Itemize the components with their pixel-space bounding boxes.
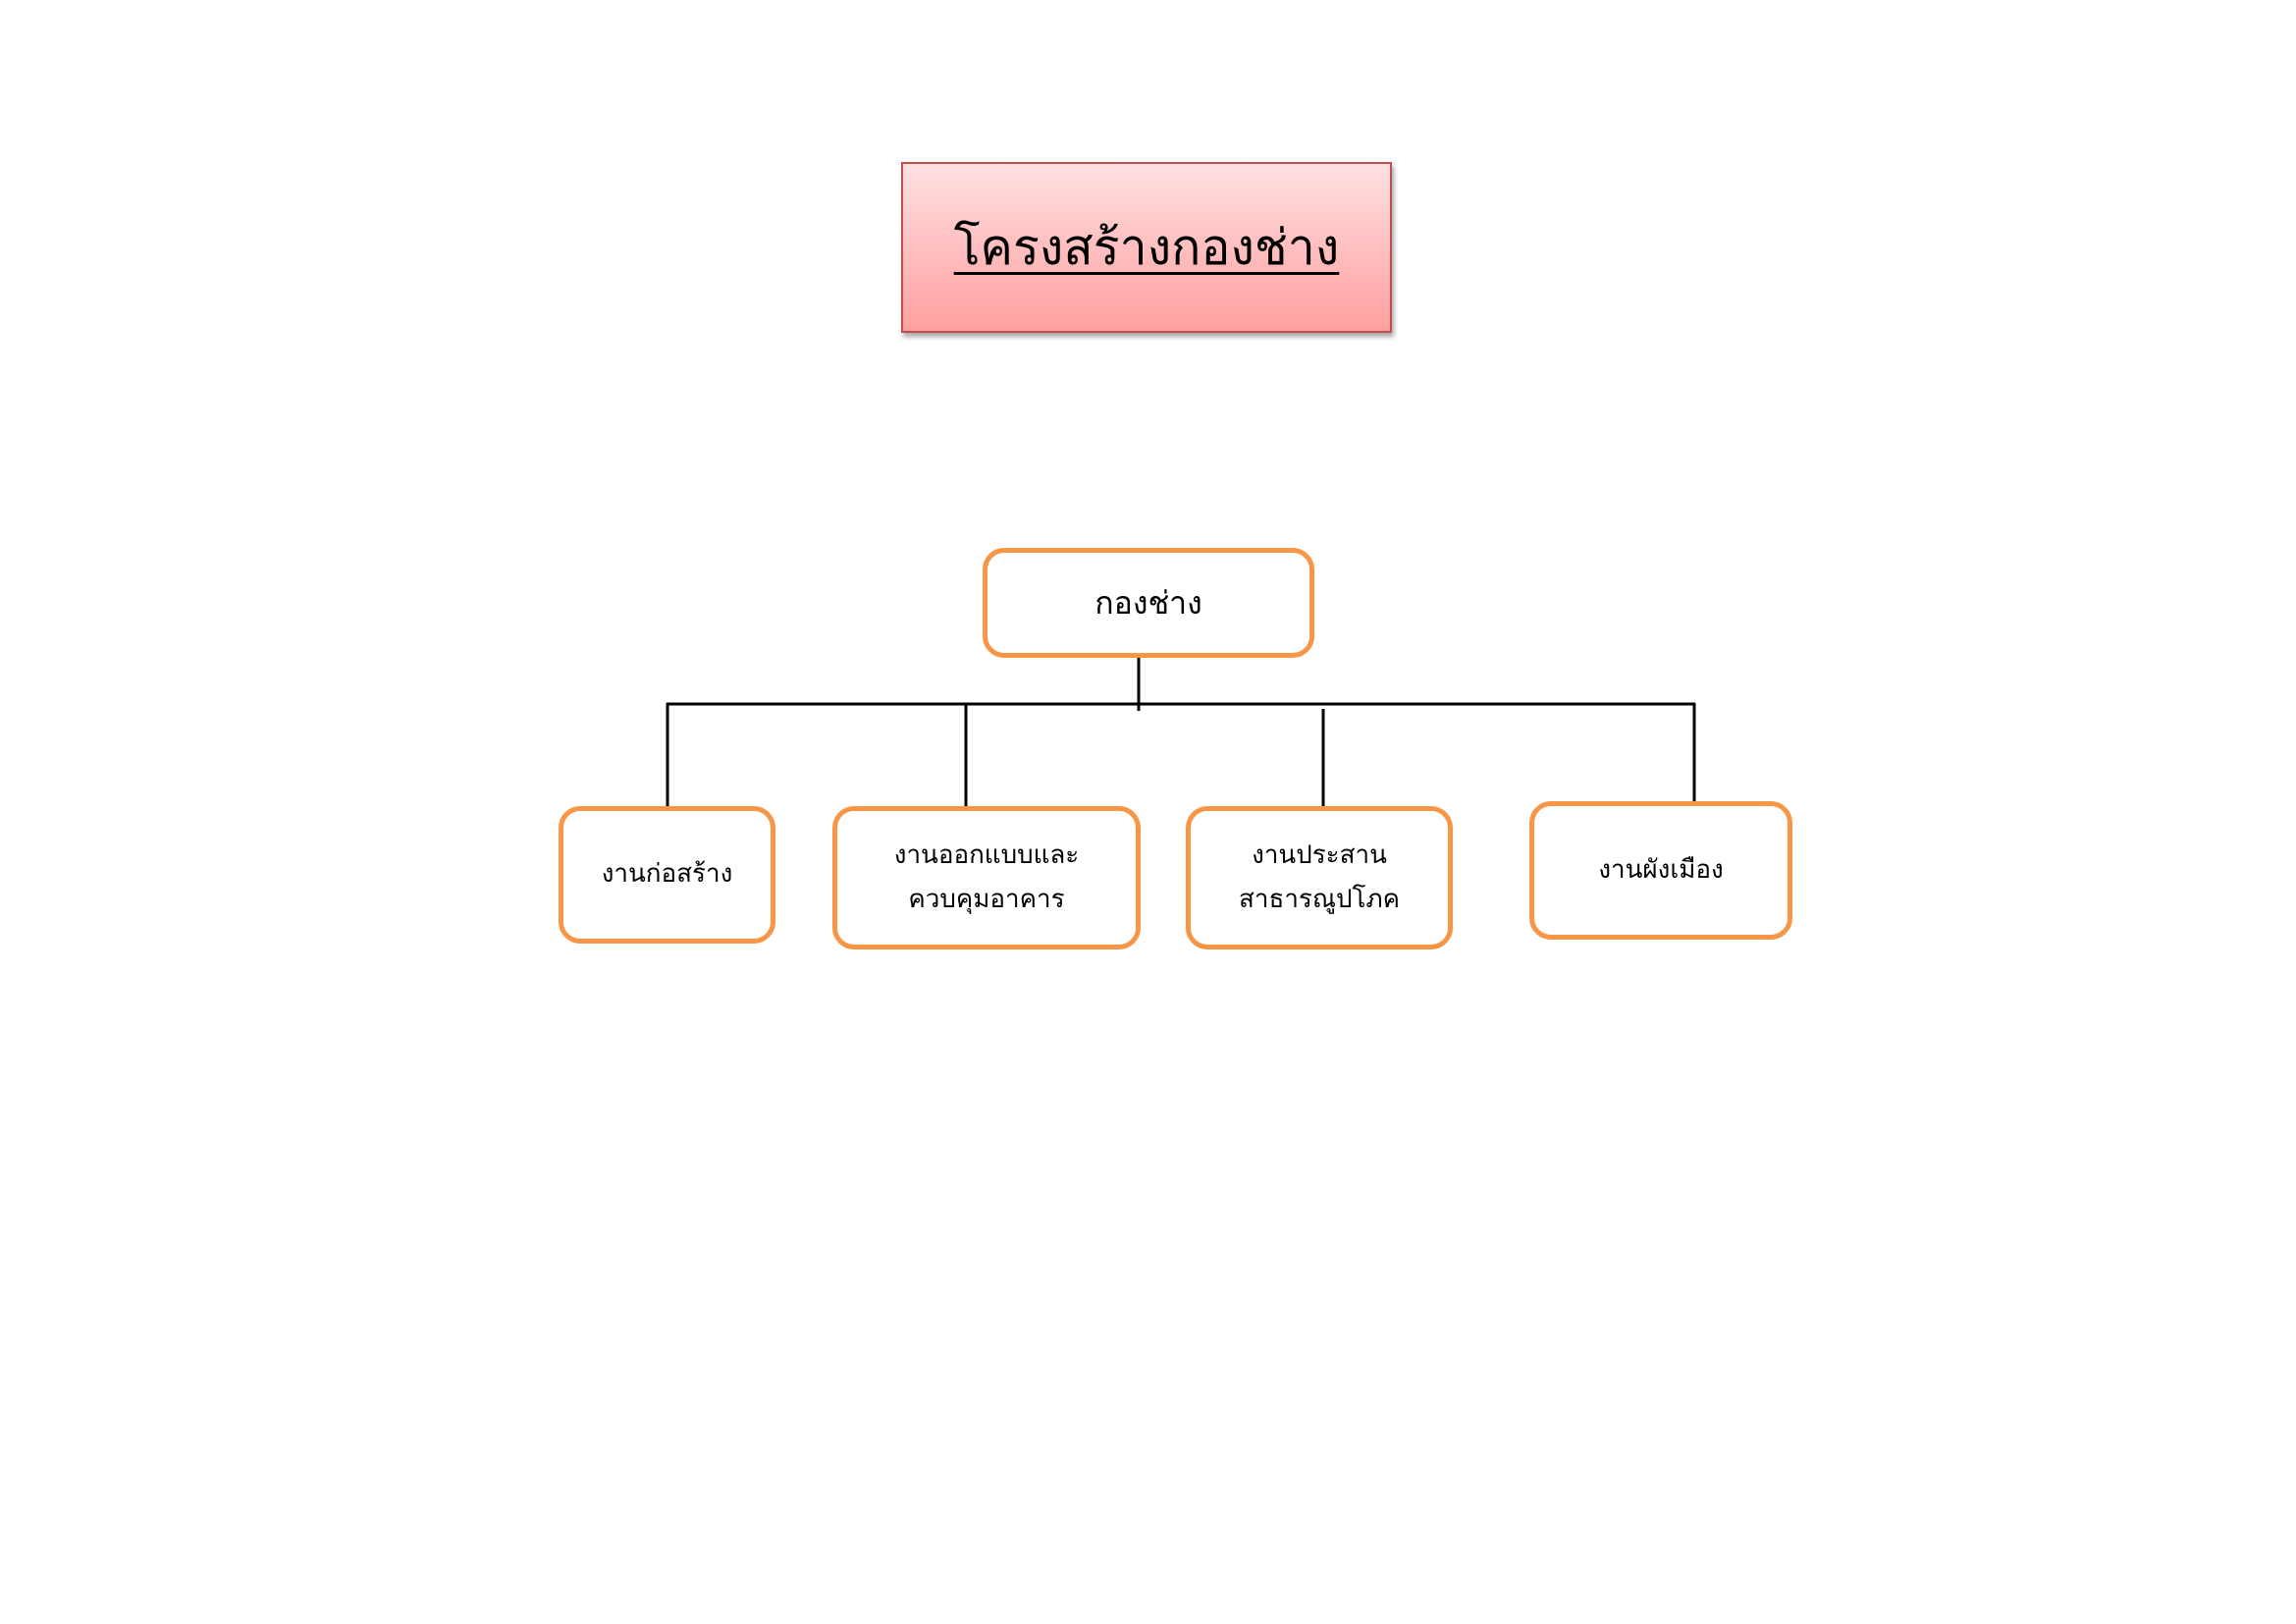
org-node-root-label: กองช่าง xyxy=(1095,584,1202,622)
org-node-label: งานผังเมือง xyxy=(1598,854,1724,885)
org-node-label-line-2: สาธารณูปโภค xyxy=(1238,885,1401,914)
org-node-label-line-1: งานออกแบบและ xyxy=(893,839,1080,870)
org-node-town-planning: งานผังเมือง xyxy=(1529,801,1792,940)
org-node-label: งานก่อสร้าง xyxy=(601,859,733,890)
org-node-root: กองช่าง xyxy=(983,548,1314,658)
page-title: โครงสร้างกองช่าง xyxy=(953,218,1340,276)
org-node-design-building-control: งานออกแบบและ ควบคุมอาคาร xyxy=(832,806,1141,949)
org-node-construction: งานก่อสร้าง xyxy=(559,806,775,944)
org-node-public-utilities: งานประสาน สาธารณูปโภค xyxy=(1186,806,1453,949)
title-banner: โครงสร้างกองช่าง xyxy=(901,162,1392,333)
org-node-label-line-2: ควบคุมอาคาร xyxy=(908,885,1065,914)
org-node-label-line-1: งานประสาน xyxy=(1252,839,1387,870)
